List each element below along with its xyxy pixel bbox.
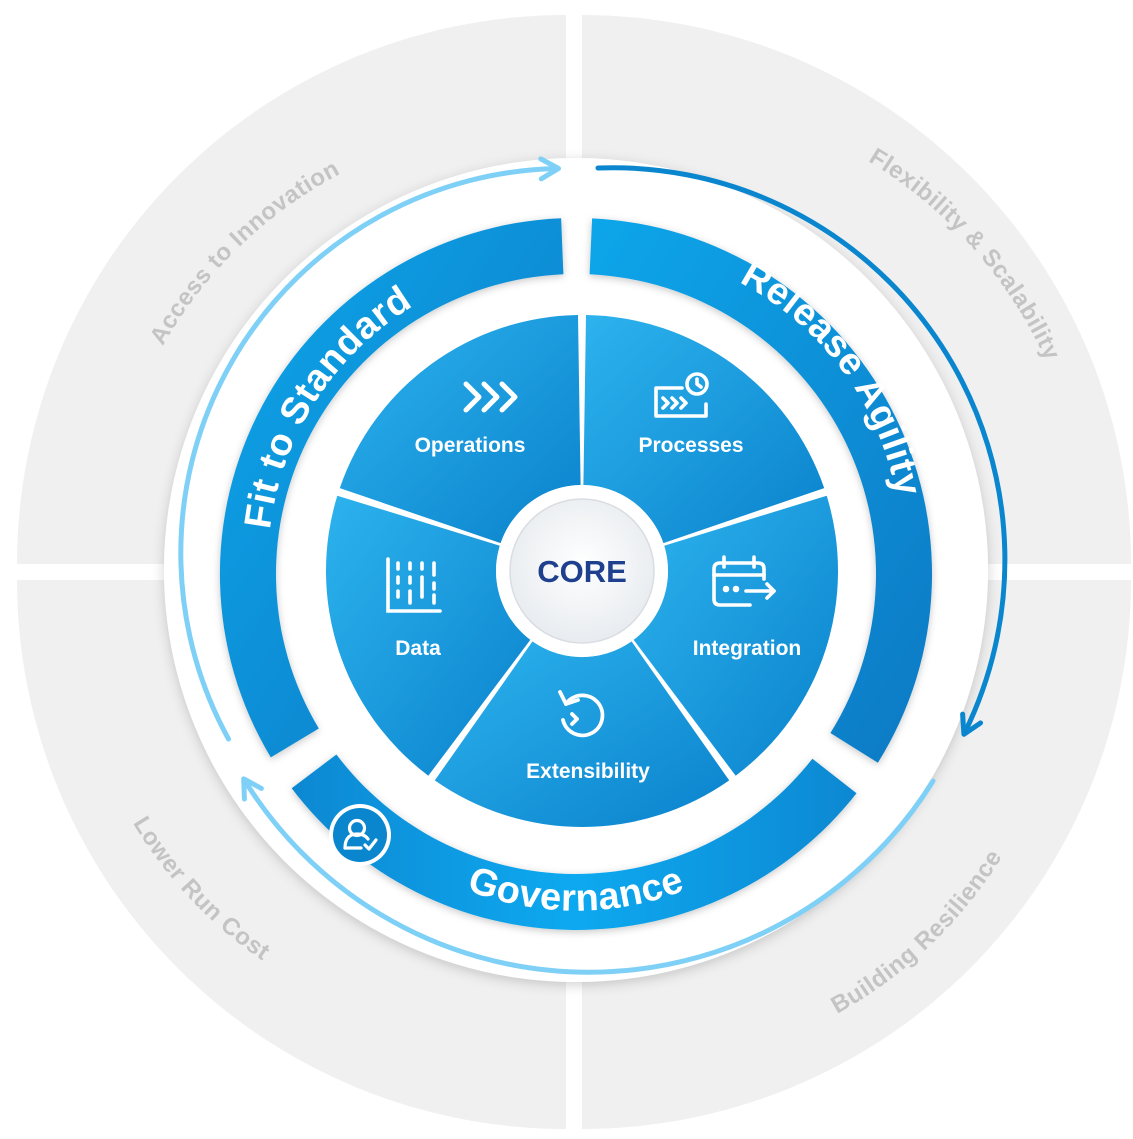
chart-grid-icon [386, 557, 442, 613]
chevrons-right-icon [463, 381, 518, 413]
pillar-governance [291, 754, 857, 930]
pillar-release-agility [589, 218, 933, 763]
segment-label-integration: Integration [693, 637, 802, 660]
segment-label-extensibility: Extensibility [526, 760, 650, 783]
refresh-icon [558, 690, 605, 738]
segment-operations [339, 315, 581, 544]
user-check-icon [329, 804, 391, 866]
pillar-ring [219, 218, 933, 930]
core-circle [509, 498, 655, 644]
arrow-release-to-governance [595, 165, 1008, 737]
pillar-fit-to-standard [219, 218, 564, 758]
core-segments [325, 315, 839, 827]
segment-data [325, 495, 531, 776]
arrow-governance-to-fit [241, 776, 936, 975]
calendar-export-icon [712, 555, 776, 607]
segment-label-operations: Operations [415, 434, 526, 457]
core-label: CORE [537, 554, 627, 589]
cycle-arrows [178, 156, 1008, 975]
segment-processes [583, 315, 825, 544]
segment-label-processes: Processes [638, 434, 743, 457]
segment-integration [633, 495, 839, 776]
process-clock-icon [654, 372, 709, 418]
segment-label-data: Data [395, 637, 441, 660]
arrow-fit-to-release [178, 156, 561, 742]
